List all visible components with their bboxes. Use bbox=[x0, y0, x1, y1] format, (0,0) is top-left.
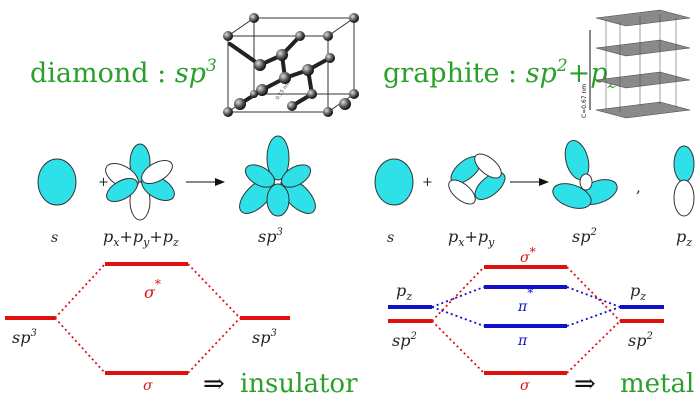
p-combo-label: px+py+pz bbox=[103, 227, 179, 249]
sp2-orbitals-icon bbox=[552, 139, 618, 209]
graphite-stack-image: C=0.67 nm bbox=[581, 9, 691, 119]
sp2-label: sp2 bbox=[572, 227, 597, 246]
s-label-graphite: s bbox=[387, 230, 394, 246]
pz-label: pz bbox=[676, 227, 692, 249]
left-pz-label: pz bbox=[396, 281, 412, 303]
sigma-label-graphite: σ bbox=[520, 378, 530, 394]
s-orbital-icon bbox=[37, 158, 77, 206]
metal-conclusion: metal bbox=[620, 369, 694, 399]
s-orbital-icon-graphite bbox=[374, 158, 414, 206]
p-orbitals-icon bbox=[105, 143, 175, 221]
sp3-label: sp3 bbox=[258, 227, 283, 246]
plus-sign: + bbox=[98, 175, 109, 190]
implies-arrow-graphite: ⇒ bbox=[574, 369, 596, 399]
graphite-orbital-row: + , s px+py sp2 pz bbox=[374, 139, 695, 249]
right-sp2-label: sp2 bbox=[628, 331, 653, 350]
pi-label: π bbox=[517, 333, 528, 349]
implies-arrow: ⇒ bbox=[203, 369, 225, 399]
sp3-orbitals-icon bbox=[239, 135, 316, 217]
diamond-unit-cell-image: 0.15 nm bbox=[223, 13, 359, 117]
plus-sign-graphite: + bbox=[422, 175, 433, 190]
sigma-label: σ bbox=[143, 378, 153, 394]
left-sp3-label: sp3 bbox=[12, 328, 37, 347]
px-py-orbitals-icon bbox=[448, 153, 506, 205]
graphite-mo-diagram: pz sp2 pz sp2 σ* π* π σ ⇒ metal bbox=[388, 245, 694, 399]
diamond-title: diamond : sp3 bbox=[30, 56, 217, 89]
pz-orbital-icon bbox=[673, 145, 695, 217]
px-py-label: px+py bbox=[448, 227, 495, 249]
s-label: s bbox=[51, 230, 58, 246]
left-sp2-label: sp2 bbox=[392, 331, 417, 350]
pi-star-label: π* bbox=[517, 286, 533, 315]
interlayer-distance-caption: C=0.67 nm bbox=[581, 84, 588, 118]
sigma-star-label-graphite: σ* bbox=[520, 245, 536, 266]
insulator-conclusion: insulator bbox=[240, 369, 358, 399]
diamond-orbital-row: + s px+py+pz sp3 bbox=[37, 135, 316, 249]
correlation-lines-graphite bbox=[431, 266, 621, 374]
diamond-mo-diagram: sp3 sp3 σ* σ ⇒ insulator bbox=[5, 262, 358, 399]
right-pz-label: pz bbox=[630, 281, 646, 303]
comma: , bbox=[636, 178, 641, 196]
correlation-lines bbox=[54, 263, 241, 374]
right-sp3-label: sp3 bbox=[252, 328, 277, 347]
sigma-star-label: σ* bbox=[144, 277, 161, 302]
